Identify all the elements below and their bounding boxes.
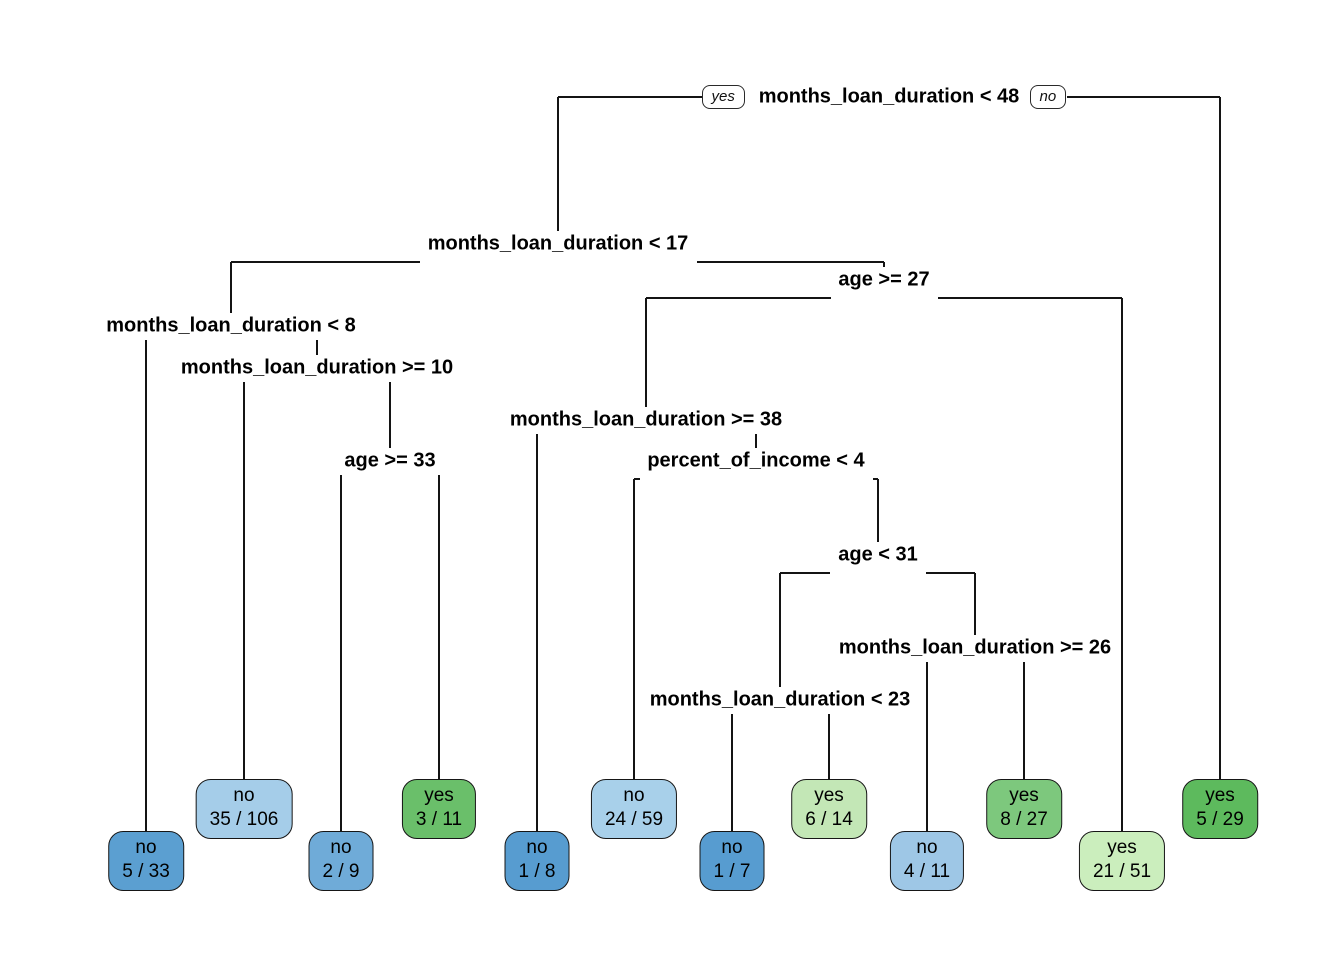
branch-line (937, 297, 1122, 299)
leaf-class-label: yes (1107, 837, 1137, 858)
branch-line (633, 479, 635, 780)
leaf-class-label: no (623, 785, 645, 806)
branch-line (1023, 662, 1025, 780)
leaf-class-label: yes (424, 785, 454, 806)
leaf-count-label: 3 / 11 (415, 809, 463, 830)
leaf-node: yes 6 / 14 (791, 779, 867, 839)
split-label: age >= 27 (838, 268, 930, 291)
split-label: months_loan_duration < 17 (427, 232, 689, 255)
branch-line (883, 262, 885, 267)
leaf-count-label: 2 / 9 (322, 861, 360, 882)
leaf-class-label: yes (814, 785, 844, 806)
branch-line (230, 262, 232, 313)
branch-line (634, 478, 640, 480)
leaf-class-label: no (526, 837, 548, 858)
leaf-node: yes 5 / 29 (1182, 779, 1258, 839)
leaf-class-label: no (330, 837, 352, 858)
branch-tag-yes: yes (701, 85, 745, 109)
leaf-count-label: 4 / 11 (903, 861, 951, 882)
leaf-count-label: 6 / 14 (805, 809, 853, 830)
leaf-class-label: no (916, 837, 938, 858)
leaf-node: no 5 / 33 (108, 831, 184, 891)
branch-line (646, 297, 831, 299)
branch-line (340, 475, 342, 832)
branch-line (755, 434, 757, 448)
branch-line (536, 434, 538, 832)
leaf-node: yes 8 / 27 (986, 779, 1062, 839)
branch-line (1219, 97, 1221, 780)
branch-line (645, 298, 647, 407)
branch-line (974, 573, 976, 635)
leaf-node: no 4 / 11 (889, 831, 965, 891)
leaf-node: no 24 / 59 (590, 779, 678, 839)
branch-line (696, 261, 884, 263)
branch-line (558, 96, 702, 98)
branch-line (145, 340, 147, 832)
split-label: months_loan_duration >= 10 (180, 356, 454, 379)
branch-line (1066, 96, 1220, 98)
leaf-count-label: 21 / 51 (1092, 861, 1152, 882)
leaf-count-label: 35 / 106 (209, 809, 279, 830)
leaf-class-label: yes (1009, 785, 1039, 806)
split-label: months_loan_duration >= 26 (838, 636, 1112, 659)
branch-line (438, 475, 440, 780)
branch-line (877, 479, 879, 542)
branch-tag-no: no (1029, 85, 1067, 109)
leaf-class-label: no (135, 837, 157, 858)
split-label: percent_of_income < 4 (647, 449, 865, 472)
branch-line (316, 340, 318, 355)
branch-line (926, 572, 975, 574)
branch-line (389, 382, 391, 448)
leaf-count-label: 5 / 29 (1196, 809, 1244, 830)
leaf-node: yes 21 / 51 (1078, 831, 1166, 891)
leaf-class-label: no (233, 785, 255, 806)
leaf-count-label: 5 / 33 (122, 861, 170, 882)
branch-line (780, 572, 830, 574)
branch-line (557, 97, 559, 231)
leaf-count-label: 8 / 27 (1000, 809, 1048, 830)
branch-line (872, 478, 878, 480)
split-label: age < 31 (838, 543, 918, 566)
branch-line (926, 662, 928, 832)
split-label: months_loan_duration < 8 (106, 314, 356, 337)
branch-line (243, 382, 245, 780)
leaf-count-label: 24 / 59 (604, 809, 664, 830)
leaf-class-label: no (721, 837, 743, 858)
branch-line (1121, 298, 1123, 832)
branch-line (779, 573, 781, 687)
branch-line (231, 261, 420, 263)
leaf-node: no 1 / 8 (504, 831, 570, 891)
leaf-count-label: 1 / 8 (518, 861, 556, 882)
branch-line (731, 714, 733, 832)
leaf-node: no 1 / 7 (699, 831, 765, 891)
leaf-node: no 35 / 106 (195, 779, 293, 839)
split-label: months_loan_duration >= 38 (509, 408, 783, 431)
split-label: months_loan_duration < 23 (649, 688, 911, 711)
split-label: months_loan_duration < 48 (758, 85, 1020, 108)
leaf-node: no 2 / 9 (308, 831, 374, 891)
leaf-node: yes 3 / 11 (401, 779, 477, 839)
split-label: age >= 33 (344, 449, 436, 472)
leaf-count-label: 1 / 7 (713, 861, 751, 882)
branch-line (828, 714, 830, 780)
leaf-class-label: yes (1205, 785, 1235, 806)
